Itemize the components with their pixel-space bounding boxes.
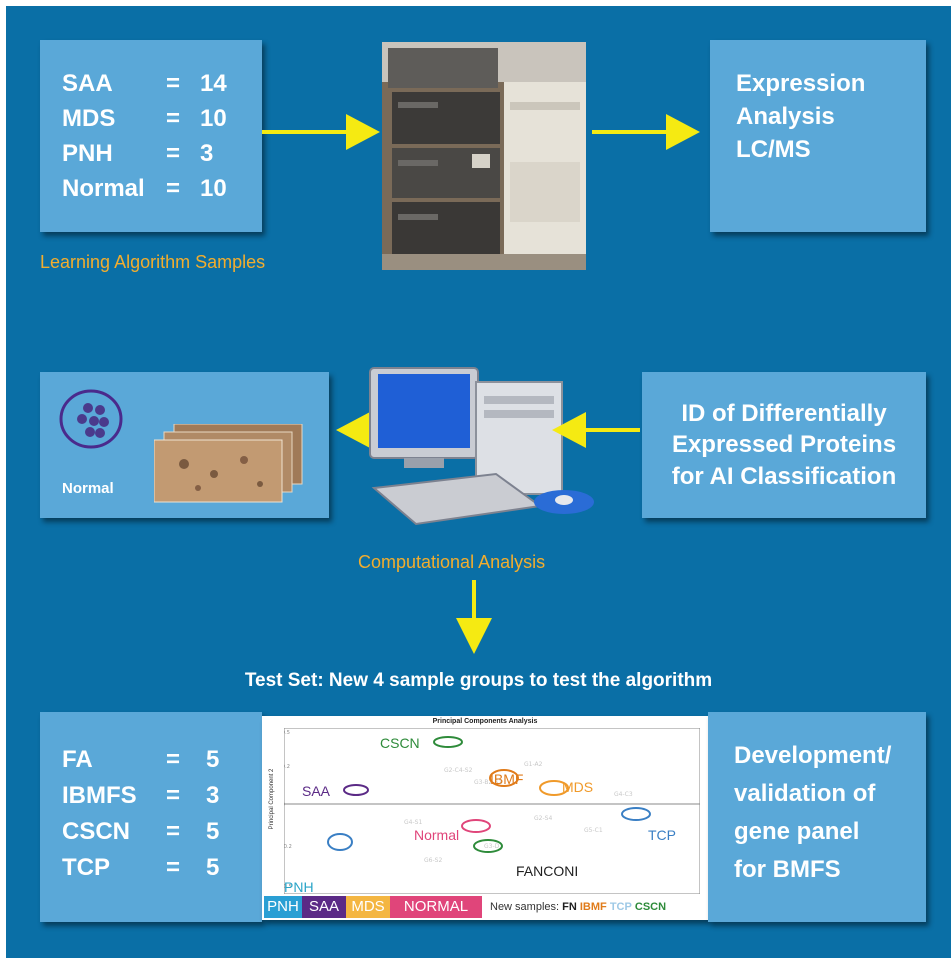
expression-line: LC/MS (736, 136, 811, 163)
svg-text:G3-B2-S1: G3-B2-S1 (474, 779, 502, 786)
pca-cluster-label: TCP (648, 827, 676, 843)
sample-label: TCP (62, 854, 110, 881)
sample-count: 5 (206, 818, 220, 845)
legend-item-tcp: TCP (609, 901, 632, 913)
expression-line: Analysis (736, 103, 835, 130)
pca-cluster-label: SAA (302, 783, 331, 799)
legend-item-pnh: PNH (264, 896, 302, 918)
legend-new-samples-prefix: New samples: (490, 901, 560, 913)
arrow-left-icon (552, 412, 640, 448)
development-box: Development/ validation of gene panel fo… (708, 712, 926, 922)
gel-image (154, 424, 303, 503)
svg-text:G4-S1: G4-S1 (404, 819, 422, 826)
equals-sign: = (166, 818, 181, 845)
legend-new-samples: New samples: FN IBMF TCP CSCN (490, 896, 706, 918)
development-line: validation of (734, 780, 876, 807)
sample-label: MDS (62, 105, 116, 132)
pca-title: Principal Components Analysis (432, 718, 538, 725)
legend-item-saa: SAA (302, 896, 346, 918)
equals-sign: = (166, 175, 181, 202)
computer-image (369, 367, 594, 526)
normal-label: Normal (62, 480, 114, 497)
equals-sign: = (166, 70, 181, 97)
equals-sign: = (166, 105, 181, 132)
pca-cluster-label: MDS (562, 779, 593, 795)
svg-text:0.2: 0.2 (284, 764, 290, 770)
legend-item-ibmf: IBMF (579, 901, 607, 913)
sample-count: 14 (200, 70, 227, 97)
equals-sign: = (166, 746, 181, 773)
pca-cluster-label: CSCN (380, 735, 420, 751)
equals-sign: = (166, 782, 181, 809)
svg-text:G1-A2: G1-A2 (524, 761, 543, 768)
expression-analysis-box: Expression Analysis LC/MS (710, 40, 926, 232)
pca-ylabel: Principal Component 2 (269, 768, 275, 830)
svg-text:G2-C4-S2: G2-C4-S2 (444, 767, 473, 774)
lcms-instrument-image (382, 42, 586, 270)
arrow-down-icon (456, 580, 492, 654)
id-line: ID of Differentially (681, 400, 887, 428)
sample-label: FA (62, 746, 93, 773)
normal-cluster-icon (59, 389, 123, 449)
legend-item-fn: FN (562, 901, 577, 913)
normal-result-box: Normal (40, 372, 329, 518)
sample-label: PNH (62, 140, 113, 167)
id-line: Expressed Proteins (671, 431, 897, 459)
legend-item-cscn: CSCN (634, 901, 667, 913)
equals-sign: = (166, 854, 181, 881)
sample-count: 3 (200, 140, 214, 167)
protein-identification-box: ID of Differentially Expressed Proteins … (642, 372, 926, 518)
svg-text:G6-S2: G6-S2 (424, 857, 442, 864)
pca-cluster-label: Normal (414, 827, 459, 843)
id-line: for AI Classification (671, 462, 897, 490)
svg-text:G4-C3: G4-C3 (614, 791, 633, 798)
pca-legend: PNH SAA MDS NORMAL New samples: FN IBMF … (264, 896, 706, 918)
pca-plot: Principal Components Analysis Principal … (262, 716, 708, 920)
learning-samples-caption: Learning Algorithm Samples (40, 252, 266, 272)
svg-text:-0.2: -0.2 (284, 844, 292, 850)
arrow-right-icon (592, 114, 700, 150)
equals-sign: = (166, 140, 181, 167)
svg-text:G5-C1: G5-C1 (584, 827, 603, 834)
expression-line: Expression (736, 70, 866, 97)
workflow-panel: SAA = 14 MDS = 10 PNH = 3 Normal = 10 Learning A… (6, 6, 951, 958)
test-samples-box: FA = 5 IBMFS = 3 CSCN = 5 TCP = 5 (40, 712, 262, 922)
sample-label: CSCN (62, 818, 131, 845)
sample-count: 10 (200, 175, 227, 202)
sample-count: 5 (206, 746, 220, 773)
learning-samples-box: SAA = 14 MDS = 10 PNH = 3 Normal = 10 (40, 40, 262, 232)
svg-text:0: 0 (284, 802, 285, 808)
test-set-heading: Test Set: New 4 sample groups to test th… (244, 670, 713, 691)
svg-text:0.5: 0.5 (284, 730, 290, 736)
svg-text:G2-S4: G2-S4 (534, 815, 552, 822)
pca-cluster-label: PNH (284, 879, 314, 894)
sample-count: 5 (206, 854, 220, 881)
pca-cluster-label: FANCONI (516, 863, 578, 879)
development-line: for BMFS (734, 856, 841, 883)
svg-text:-0.5: -0.5 (284, 884, 292, 890)
sample-count: 10 (200, 105, 227, 132)
legend-item-mds: MDS (346, 896, 390, 918)
pca-cluster-label: IBMF (490, 771, 523, 787)
sample-label: IBMFS (62, 782, 137, 809)
sample-label: SAA (62, 70, 113, 97)
sample-label: Normal (62, 175, 145, 202)
sample-count: 3 (206, 782, 220, 809)
arrow-right-icon (262, 114, 380, 150)
legend-item-normal: NORMAL (390, 896, 482, 918)
development-line: gene panel (734, 818, 860, 845)
computational-analysis-caption: Computational Analysis (358, 552, 546, 572)
development-line: Development/ (734, 742, 892, 769)
svg-text:G3-D1: G3-D1 (484, 843, 503, 850)
